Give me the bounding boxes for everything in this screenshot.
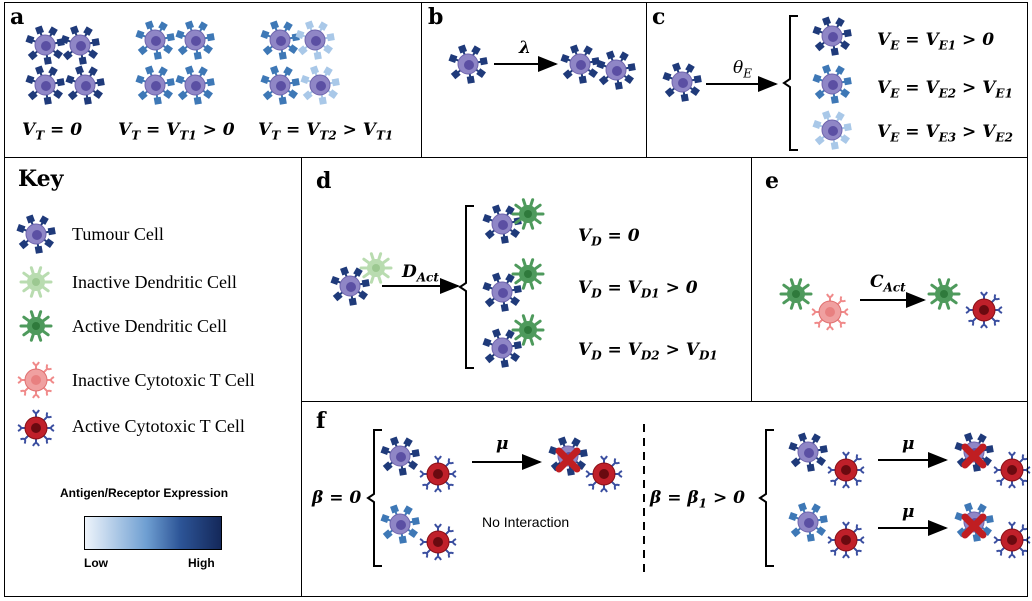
panel-b-rate: λ: [519, 38, 531, 58]
panel-c-outcome-2: VE = VE2 > VE1: [877, 78, 1013, 101]
panel-label-d: d: [316, 168, 332, 194]
panel-c-tumour-icon: [812, 64, 852, 104]
panel-c-brace: [782, 15, 798, 151]
panel-b-tumour-icon: [596, 50, 636, 90]
panel-d-tumour-icon: [482, 328, 522, 368]
panel-f-tcell-icon: [419, 523, 457, 561]
panel-d-active-dendritic-icon: [511, 258, 545, 290]
panel-d-inactive-dendritic-icon: [359, 252, 393, 284]
panel-f-kill-icon: [555, 447, 581, 473]
panel-f-no-interaction: No Interaction: [482, 514, 570, 530]
panel-e-active-dendritic-icon: [779, 278, 813, 310]
panel-d-brace: [458, 205, 474, 369]
panel-f-kill-icon: [961, 513, 987, 539]
panel-f-tcell-icon: [419, 455, 457, 493]
panel-c-outcome-3: VE = VE3 > VE2: [877, 122, 1013, 145]
expression-legend-title: Antigen/Receptor Expression: [60, 486, 229, 500]
panel-d-outcome-1: VD = 0: [578, 226, 640, 249]
key-item-active-dendritic: Active Dendritic Cell: [72, 316, 227, 336]
panel-c-rate: θE: [733, 58, 753, 81]
panel-f-tcell-icon: [585, 455, 623, 493]
panel-f-tcell-icon: [993, 451, 1031, 489]
panel-d-rate: DAct: [402, 262, 439, 285]
panel-a-tumour-icon: [175, 20, 215, 60]
panel-b-tumour-icon: [560, 44, 600, 84]
key-active-tcell-icon: [17, 409, 55, 447]
key-inactive-tcell-icon: [17, 361, 55, 399]
panel-f-kill-icon: [961, 443, 987, 469]
panel-a-tumour-icon: [135, 20, 175, 60]
key-title: Key: [18, 166, 64, 192]
panel-e-active-dendritic-icon: [927, 278, 961, 310]
expression-low-label: Low: [84, 556, 108, 570]
panel-d-outcome-3: VD = VD2 > VD1: [578, 340, 718, 363]
panel-a-caption-1: VT = 0: [22, 120, 83, 143]
key-inactive-dendritic-icon: [19, 266, 53, 298]
key-item-active-tcell: Active Cytotoxic T Cell: [72, 416, 245, 436]
panel-b-tumour-icon: [448, 44, 488, 84]
panel-a-tumour-icon: [135, 65, 175, 105]
panel-a-tumour-icon: [25, 65, 65, 105]
panel-a-tumour-icon: [260, 20, 300, 60]
panel-d-tumour-icon: [482, 272, 522, 312]
key-tumour-icon: [16, 214, 56, 254]
panel-e-rate: CAct: [870, 272, 906, 295]
panel-d-tumour-icon: [330, 266, 370, 306]
panel-e-inactive-tcell-icon: [811, 293, 849, 331]
panel-f-rate-3: μ: [902, 502, 915, 522]
panel-f-tcell-icon: [827, 521, 865, 559]
panel-a-tumour-icon: [295, 20, 335, 60]
panel-c-outcome-1: VE = VE1 > 0: [877, 30, 995, 53]
panel-d-tumour-icon: [482, 204, 522, 244]
expression-gradient-bar: [84, 516, 222, 550]
key-active-dendritic-icon: [19, 310, 53, 342]
panel-a-tumour-icon: [65, 65, 105, 105]
panel-f-tumour-icon: [788, 502, 828, 542]
panel-d-outcome-2: VD = VD1 > 0: [578, 278, 698, 301]
panel-c-tumour-icon: [662, 62, 702, 102]
panel-f-tcell-icon: [827, 451, 865, 489]
key-item-inactive-dendritic: Inactive Dendritic Cell: [72, 272, 237, 292]
panel-a-tumour-icon: [25, 25, 65, 65]
panel-f-beta-one: β = β1 > 0: [650, 488, 745, 511]
panel-c-tumour-icon: [812, 110, 852, 150]
line-layer: [366, 15, 948, 574]
panel-c-tumour-icon: [812, 16, 852, 56]
panel-label-c: c: [652, 4, 666, 30]
panel-a-caption-2: VT = VT1 > 0: [118, 120, 235, 143]
panel-label-f: f: [316, 408, 326, 434]
panel-label-b: b: [428, 4, 444, 30]
panel-f-rate-2: μ: [902, 434, 915, 454]
panel-f-tcell-icon: [993, 521, 1031, 559]
panel-f-right-brace: [758, 429, 774, 567]
panel-f-beta-zero: β = 0: [312, 488, 362, 508]
panel-d-active-dendritic-icon: [511, 314, 545, 346]
panel-d-active-dendritic-icon: [511, 198, 545, 230]
panel-a-tumour-icon: [300, 65, 340, 105]
expression-high-label: High: [188, 556, 215, 570]
panel-b-border: [421, 2, 647, 158]
panel-a-tumour-icon: [60, 25, 100, 65]
panel-f-tumour-icon: [788, 432, 828, 472]
cell-layer: [16, 16, 1031, 561]
key-item-inactive-tcell: Inactive Cytotoxic T Cell: [72, 370, 255, 390]
panel-f-border: [301, 401, 1028, 597]
panel-f-tumour-icon: [380, 504, 420, 544]
panel-f-tumour-icon: [380, 436, 420, 476]
panel-a-tumour-icon: [175, 65, 215, 105]
panel-f-rate-1: μ: [496, 434, 509, 454]
panel-a-caption-3: VT = VT2 > VT1: [258, 120, 394, 143]
panel-label-e: e: [765, 168, 779, 194]
panel-e-active-tcell-icon: [965, 291, 1003, 329]
panel-f-left-brace: [366, 429, 382, 567]
panel-a-tumour-icon: [260, 65, 300, 105]
key-item-tumour-cell: Tumour Cell: [72, 224, 164, 244]
panel-label-a: a: [10, 4, 25, 30]
